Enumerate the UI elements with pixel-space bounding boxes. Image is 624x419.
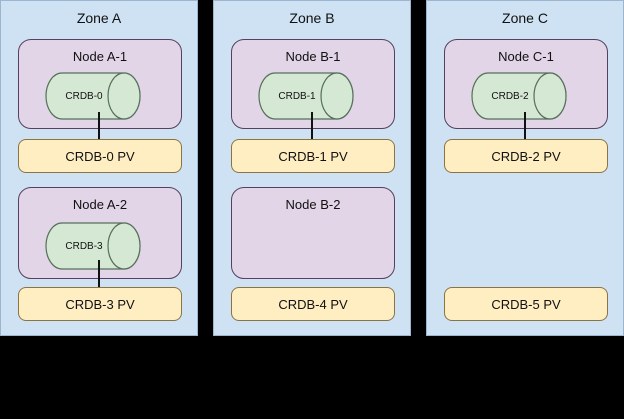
- pv-label-crdb-5: CRDB-5 PV: [491, 296, 561, 312]
- node-title-c-1: Node C-1: [498, 49, 554, 64]
- database-cylinder-crdb-2: CRDB-2: [471, 72, 581, 120]
- database-cylinder-crdb-0: CRDB-0: [45, 72, 155, 120]
- pv-box-crdb-4: CRDB-4 PV: [231, 287, 395, 321]
- node-title-b-1: Node B-1: [285, 49, 341, 64]
- pv-label-crdb-2: CRDB-2 PV: [491, 148, 561, 164]
- zone-container-b: Zone B Node B-1 CRDB-1 CRDB-1 PV Node B-…: [213, 0, 411, 336]
- connector-line-crdb-1: [311, 112, 313, 140]
- connector-line-crdb-0: [98, 112, 100, 140]
- pv-label-crdb-3: CRDB-3 PV: [65, 296, 135, 312]
- database-cylinder-crdb-1: CRDB-1: [258, 72, 368, 120]
- zone-title-a: Zone A: [76, 10, 122, 26]
- connector-line-crdb-3: [98, 260, 100, 288]
- node-title-b-2: Node B-2: [285, 197, 341, 212]
- node-box-b-1: Node B-1 CRDB-1: [231, 39, 395, 129]
- node-box-c-1: Node C-1 CRDB-2: [444, 39, 608, 129]
- pv-box-crdb-0: CRDB-0 PV: [18, 139, 182, 173]
- node-box-a-2: Node A-2 CRDB-3: [18, 187, 182, 279]
- node-title-a-2: Node A-2: [72, 197, 128, 212]
- zone-container-c: Zone C Node C-1 CRDB-2 CRDB-2 PV CRDB-5 …: [426, 0, 624, 336]
- zone-title-b: Zone B: [289, 10, 335, 26]
- node-box-a-1: Node A-1 CRDB-0: [18, 39, 182, 129]
- node-title-a-1: Node A-1: [72, 49, 128, 64]
- pv-box-crdb-3: CRDB-3 PV: [18, 287, 182, 321]
- zone-title-c: Zone C: [502, 10, 548, 26]
- zone-container-a: Zone A Node A-1 CRDB-0 CRDB-0 PV Node A-…: [0, 0, 198, 336]
- pv-label-crdb-0: CRDB-0 PV: [65, 148, 135, 164]
- database-cylinder-crdb-3: CRDB-3: [45, 222, 155, 270]
- pv-box-crdb-5: CRDB-5 PV: [444, 287, 608, 321]
- connector-line-crdb-2: [524, 112, 526, 140]
- pv-label-crdb-4: CRDB-4 PV: [278, 296, 348, 312]
- pv-box-crdb-1: CRDB-1 PV: [231, 139, 395, 173]
- pv-box-crdb-2: CRDB-2 PV: [444, 139, 608, 173]
- node-box-b-2: Node B-2: [231, 187, 395, 279]
- pv-label-crdb-1: CRDB-1 PV: [278, 148, 348, 164]
